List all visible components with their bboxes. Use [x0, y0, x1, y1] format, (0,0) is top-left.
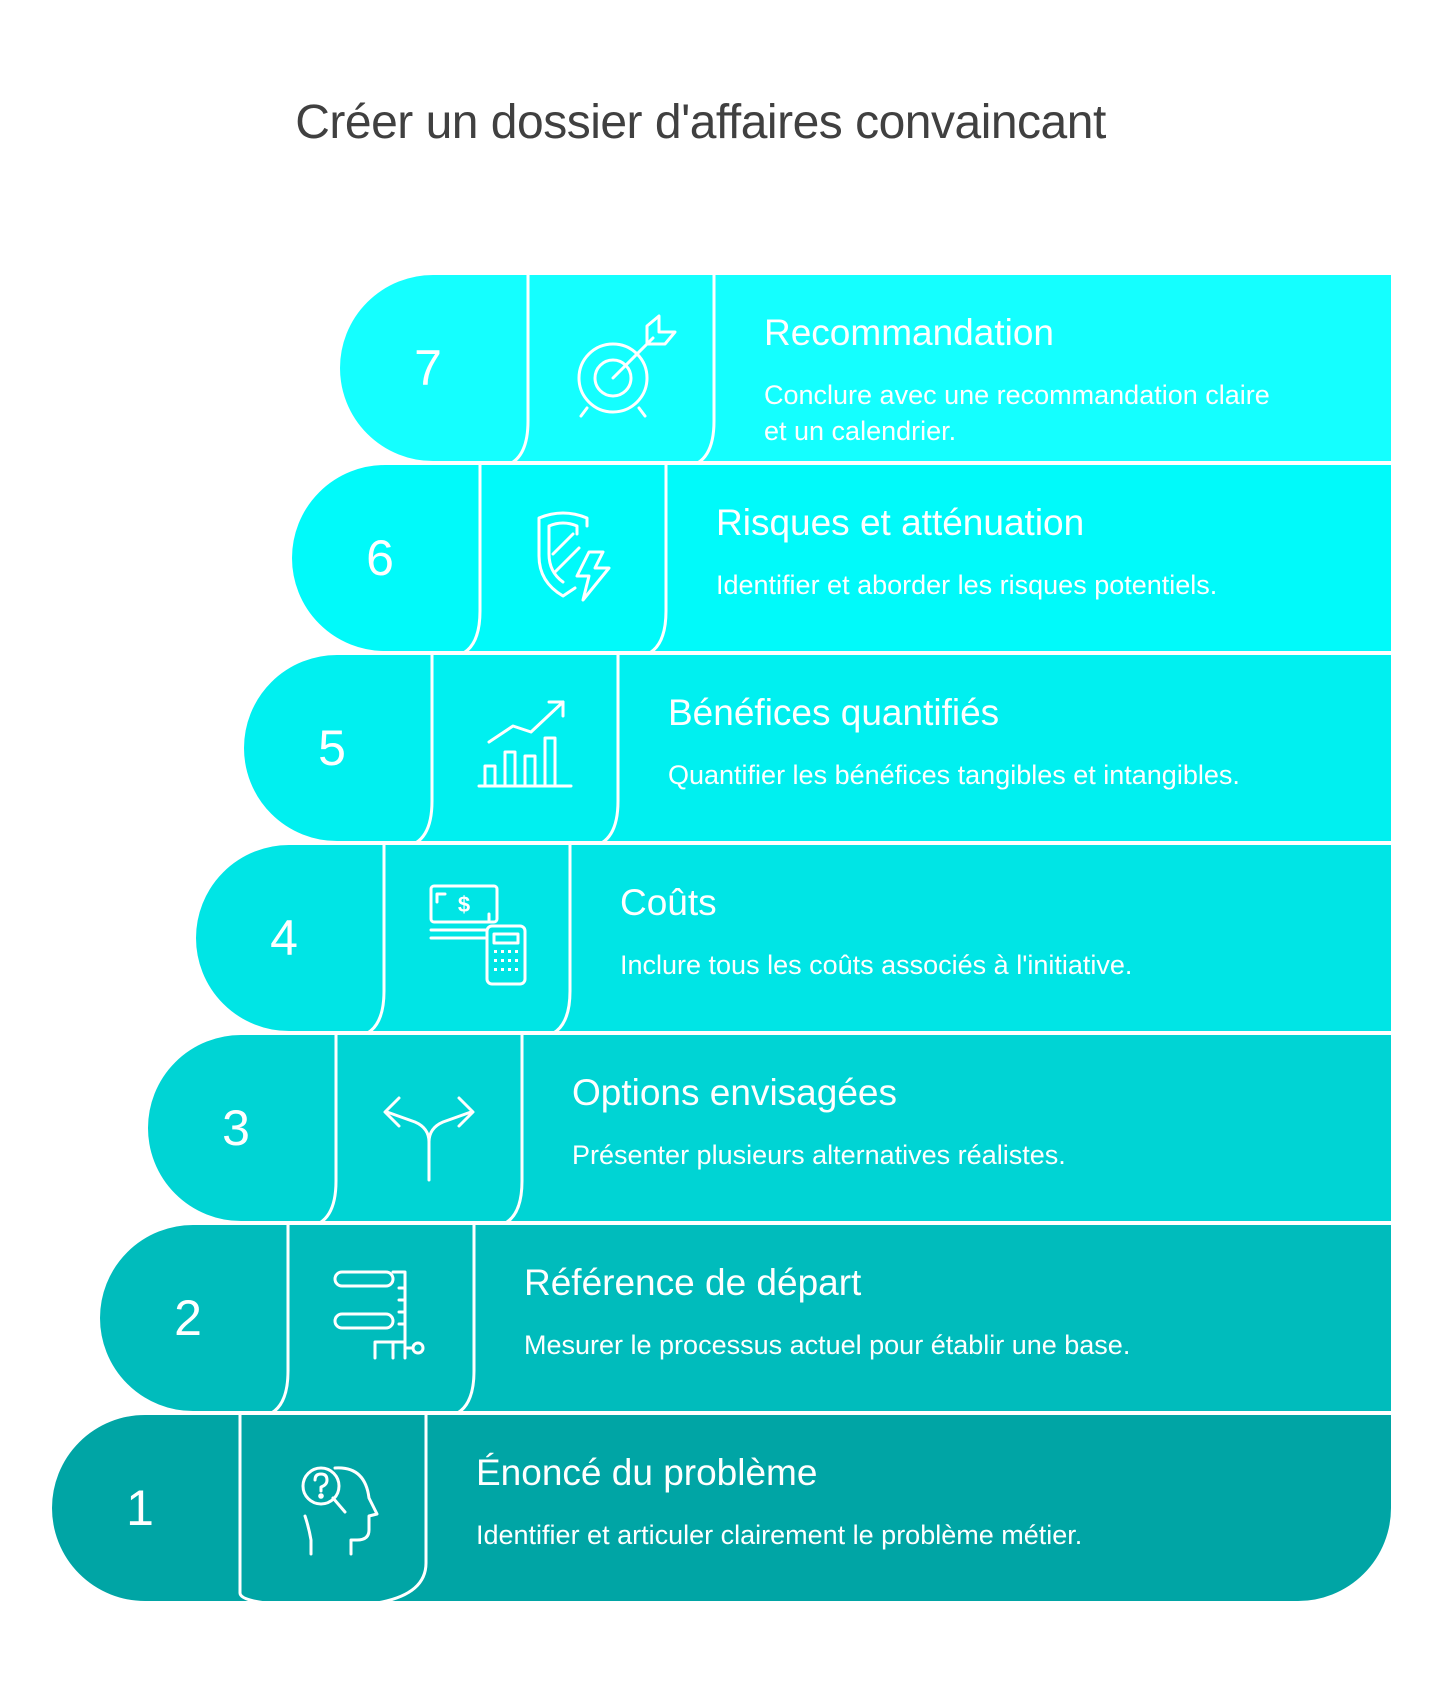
step-block: [192, 841, 1395, 1035]
step-description: Conclure avec une recommandation claire: [764, 380, 1270, 410]
target-arrow-icon: [577, 314, 677, 418]
step-title: Options envisagées: [572, 1072, 897, 1113]
split-arrows-icon: [383, 1096, 475, 1182]
step-description: Identifier et aborder les risques potent…: [716, 570, 1217, 600]
step-description: Inclure tous les coûts associés à l'init…: [620, 950, 1132, 980]
step-description: Mesurer le processus actuel pour établir…: [524, 1330, 1130, 1360]
page-title: Créer un dossier d'affaires convaincant: [295, 96, 1106, 149]
step-title: Risques et atténuation: [716, 502, 1084, 543]
step-title: Énoncé du problème: [476, 1452, 817, 1493]
step-block: [336, 271, 1395, 465]
step-number: 6: [366, 530, 394, 586]
step-description: Identifier et articuler clairement le pr…: [476, 1520, 1082, 1550]
step-title: Référence de départ: [524, 1262, 862, 1303]
money-calculator-icon: $: [429, 884, 527, 986]
step-title: Bénéfices quantifiés: [668, 692, 999, 733]
step-number: 4: [270, 910, 298, 966]
step-number: 3: [222, 1100, 250, 1156]
step-block: [96, 1221, 1395, 1415]
step-description: Quantifier les bénéfices tangibles et in…: [668, 760, 1240, 790]
growth-chart-icon: [477, 700, 573, 788]
step-description: Présenter plusieurs alternatives réalist…: [572, 1140, 1066, 1170]
step-number: 7: [414, 340, 442, 396]
step-number: 5: [318, 720, 346, 776]
step-block: [48, 1411, 1395, 1605]
step-title: Coûts: [620, 882, 717, 923]
baseline-measure-icon: [333, 1270, 425, 1360]
step-title: Recommandation: [764, 312, 1054, 353]
step-description: et un calendrier.: [764, 416, 956, 446]
step-number: 1: [126, 1480, 154, 1536]
step-block: [144, 1031, 1395, 1225]
svg-text:$: $: [458, 892, 470, 917]
step-block: [240, 651, 1395, 845]
head-question-icon: [301, 1466, 379, 1556]
step-connector: [238, 1413, 428, 1608]
shield-lightning-icon: [537, 511, 611, 602]
step-block: [288, 461, 1395, 655]
step-number: 2: [174, 1290, 202, 1346]
